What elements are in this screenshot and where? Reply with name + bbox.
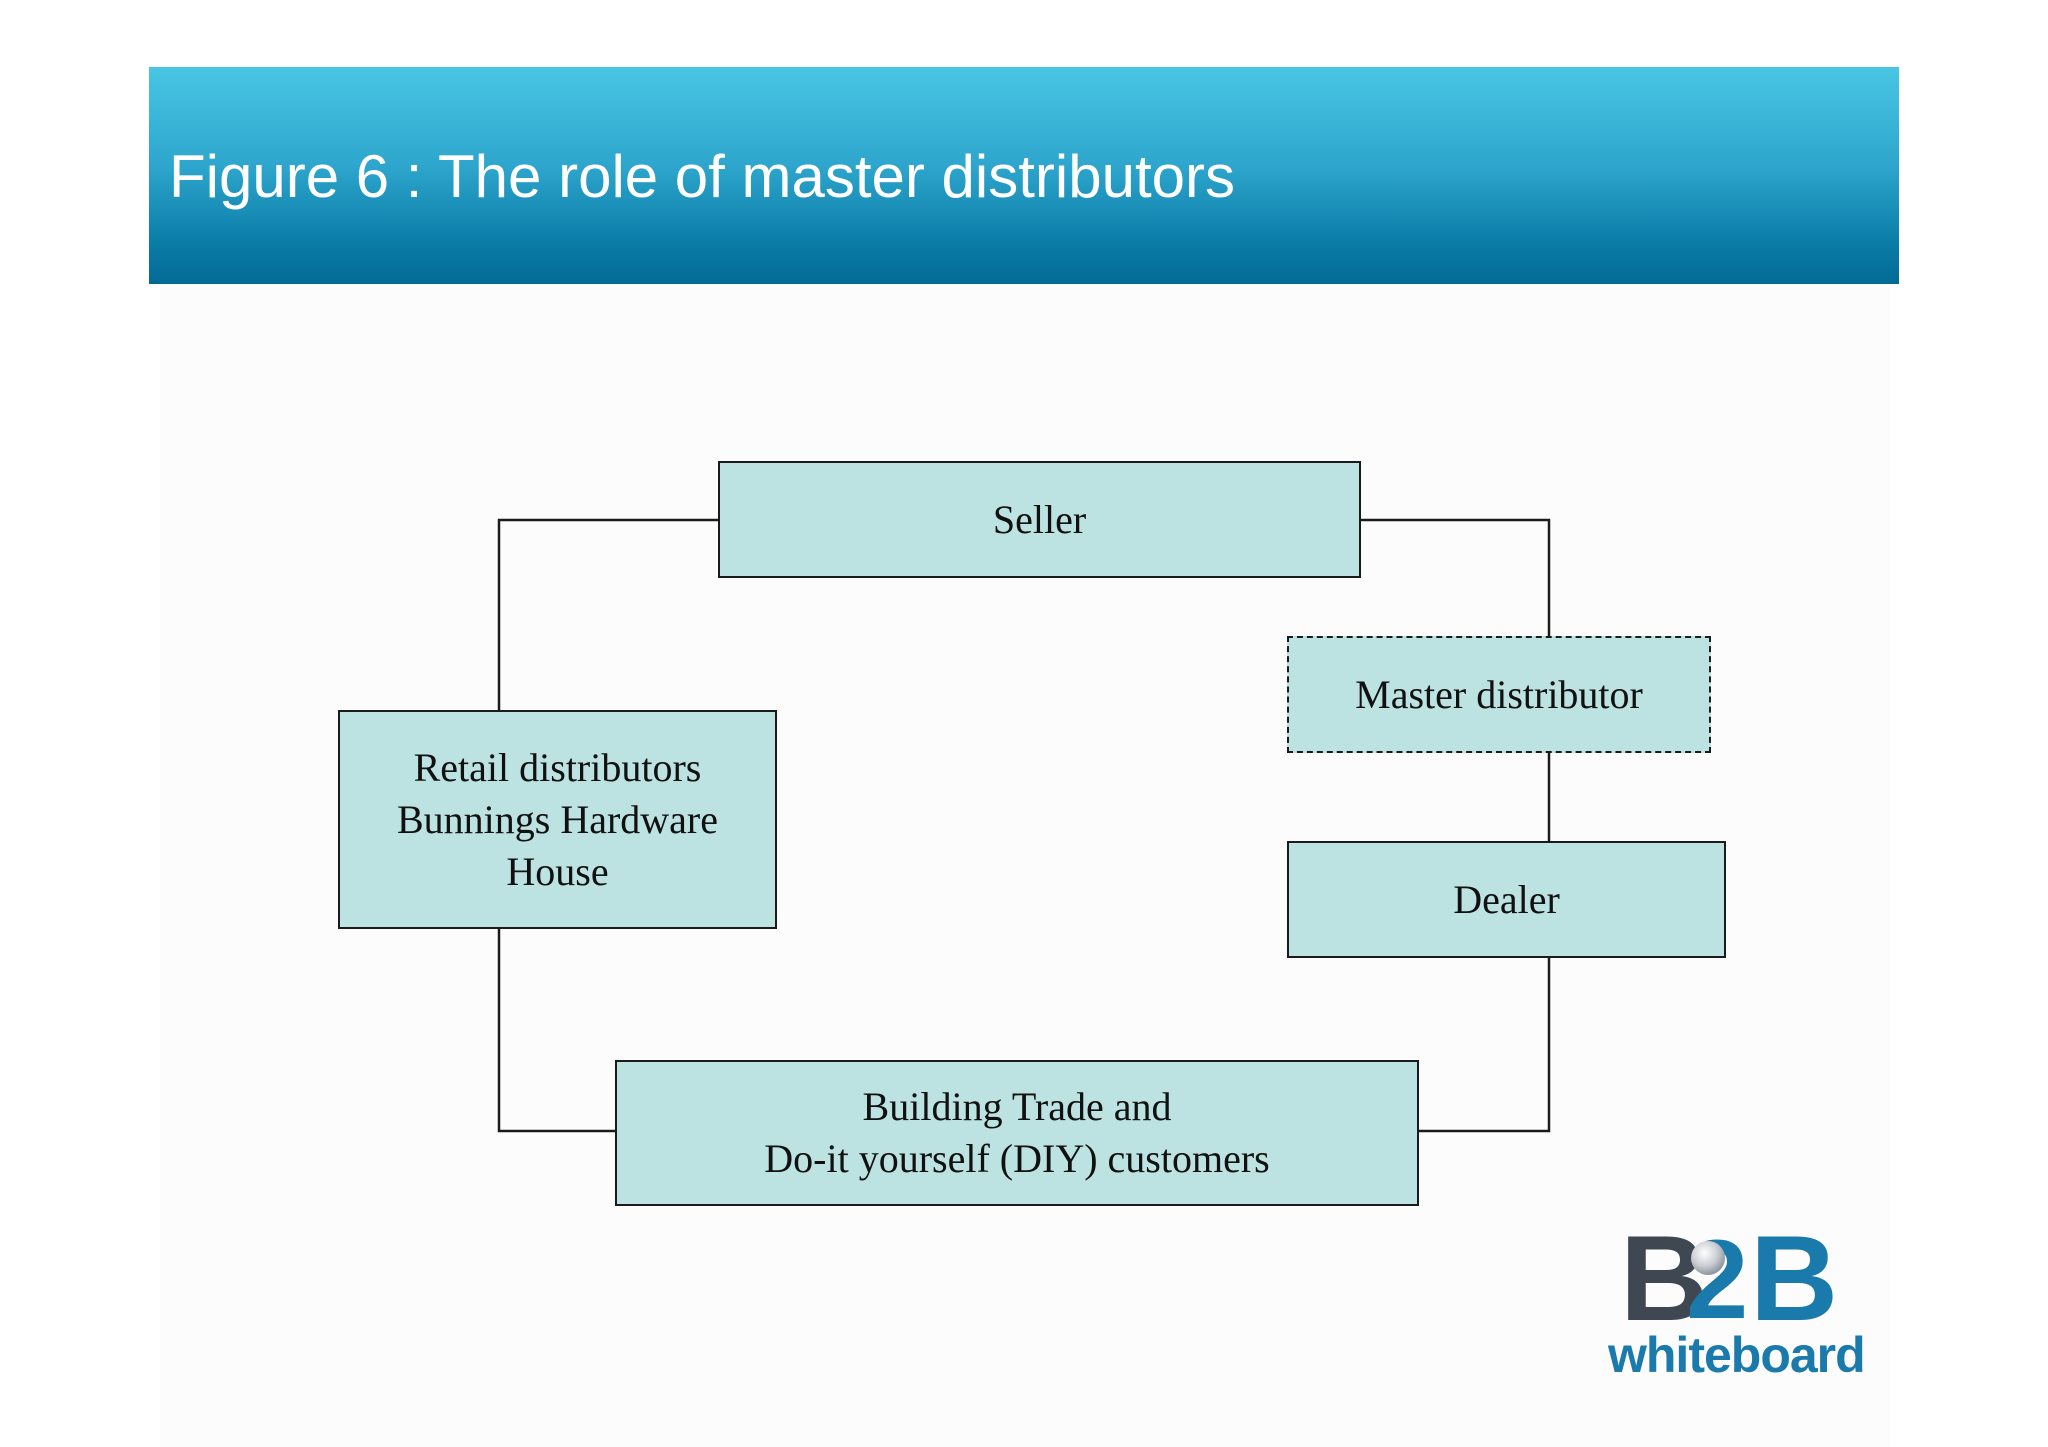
dealer-box: Dealer <box>1287 841 1726 958</box>
customers-box: Building Trade and Do-it yourself (DIY) … <box>615 1060 1419 1206</box>
seller-label: Seller <box>992 496 1087 542</box>
dealer-label: Dealer <box>1453 876 1560 922</box>
logo-b-right: B <box>1750 1210 1838 1346</box>
customers-line-2: Do-it yourself (DIY) customers <box>764 1136 1270 1181</box>
master-distributor-label: Master distributor <box>1355 671 1643 717</box>
b2b-whiteboard-logo: B 2 B whiteboard <box>1607 1210 1866 1380</box>
title-banner: Figure 6 : The role of master distributo… <box>149 67 1899 284</box>
retail-distributors-line-1: Retail distributors <box>413 744 702 790</box>
logo-wordmark: whiteboard <box>1607 1327 1865 1380</box>
customers-line-1: Building Trade and <box>862 1084 1172 1129</box>
edge-seller-master <box>1360 518 1551 636</box>
edge-dealer-customers <box>1418 958 1551 1133</box>
retail-distributors-line-2: Bunnings Hardware <box>396 796 719 842</box>
logo-sphere <box>1691 1241 1725 1275</box>
page-title: Figure 6 : The role of master distributo… <box>169 143 1235 210</box>
logo-two: 2 <box>1686 1217 1748 1342</box>
retail-distributors-box: Retail distributors Bunnings Hardware Ho… <box>338 710 777 929</box>
logo-b-left: B <box>1620 1210 1708 1346</box>
seller-box: Seller <box>718 461 1361 578</box>
edge-seller-retail <box>497 518 718 710</box>
master-distributor-box: Master distributor <box>1287 636 1711 753</box>
retail-distributors-line-3: House <box>506 848 609 894</box>
edge-retail-customers <box>497 928 615 1133</box>
